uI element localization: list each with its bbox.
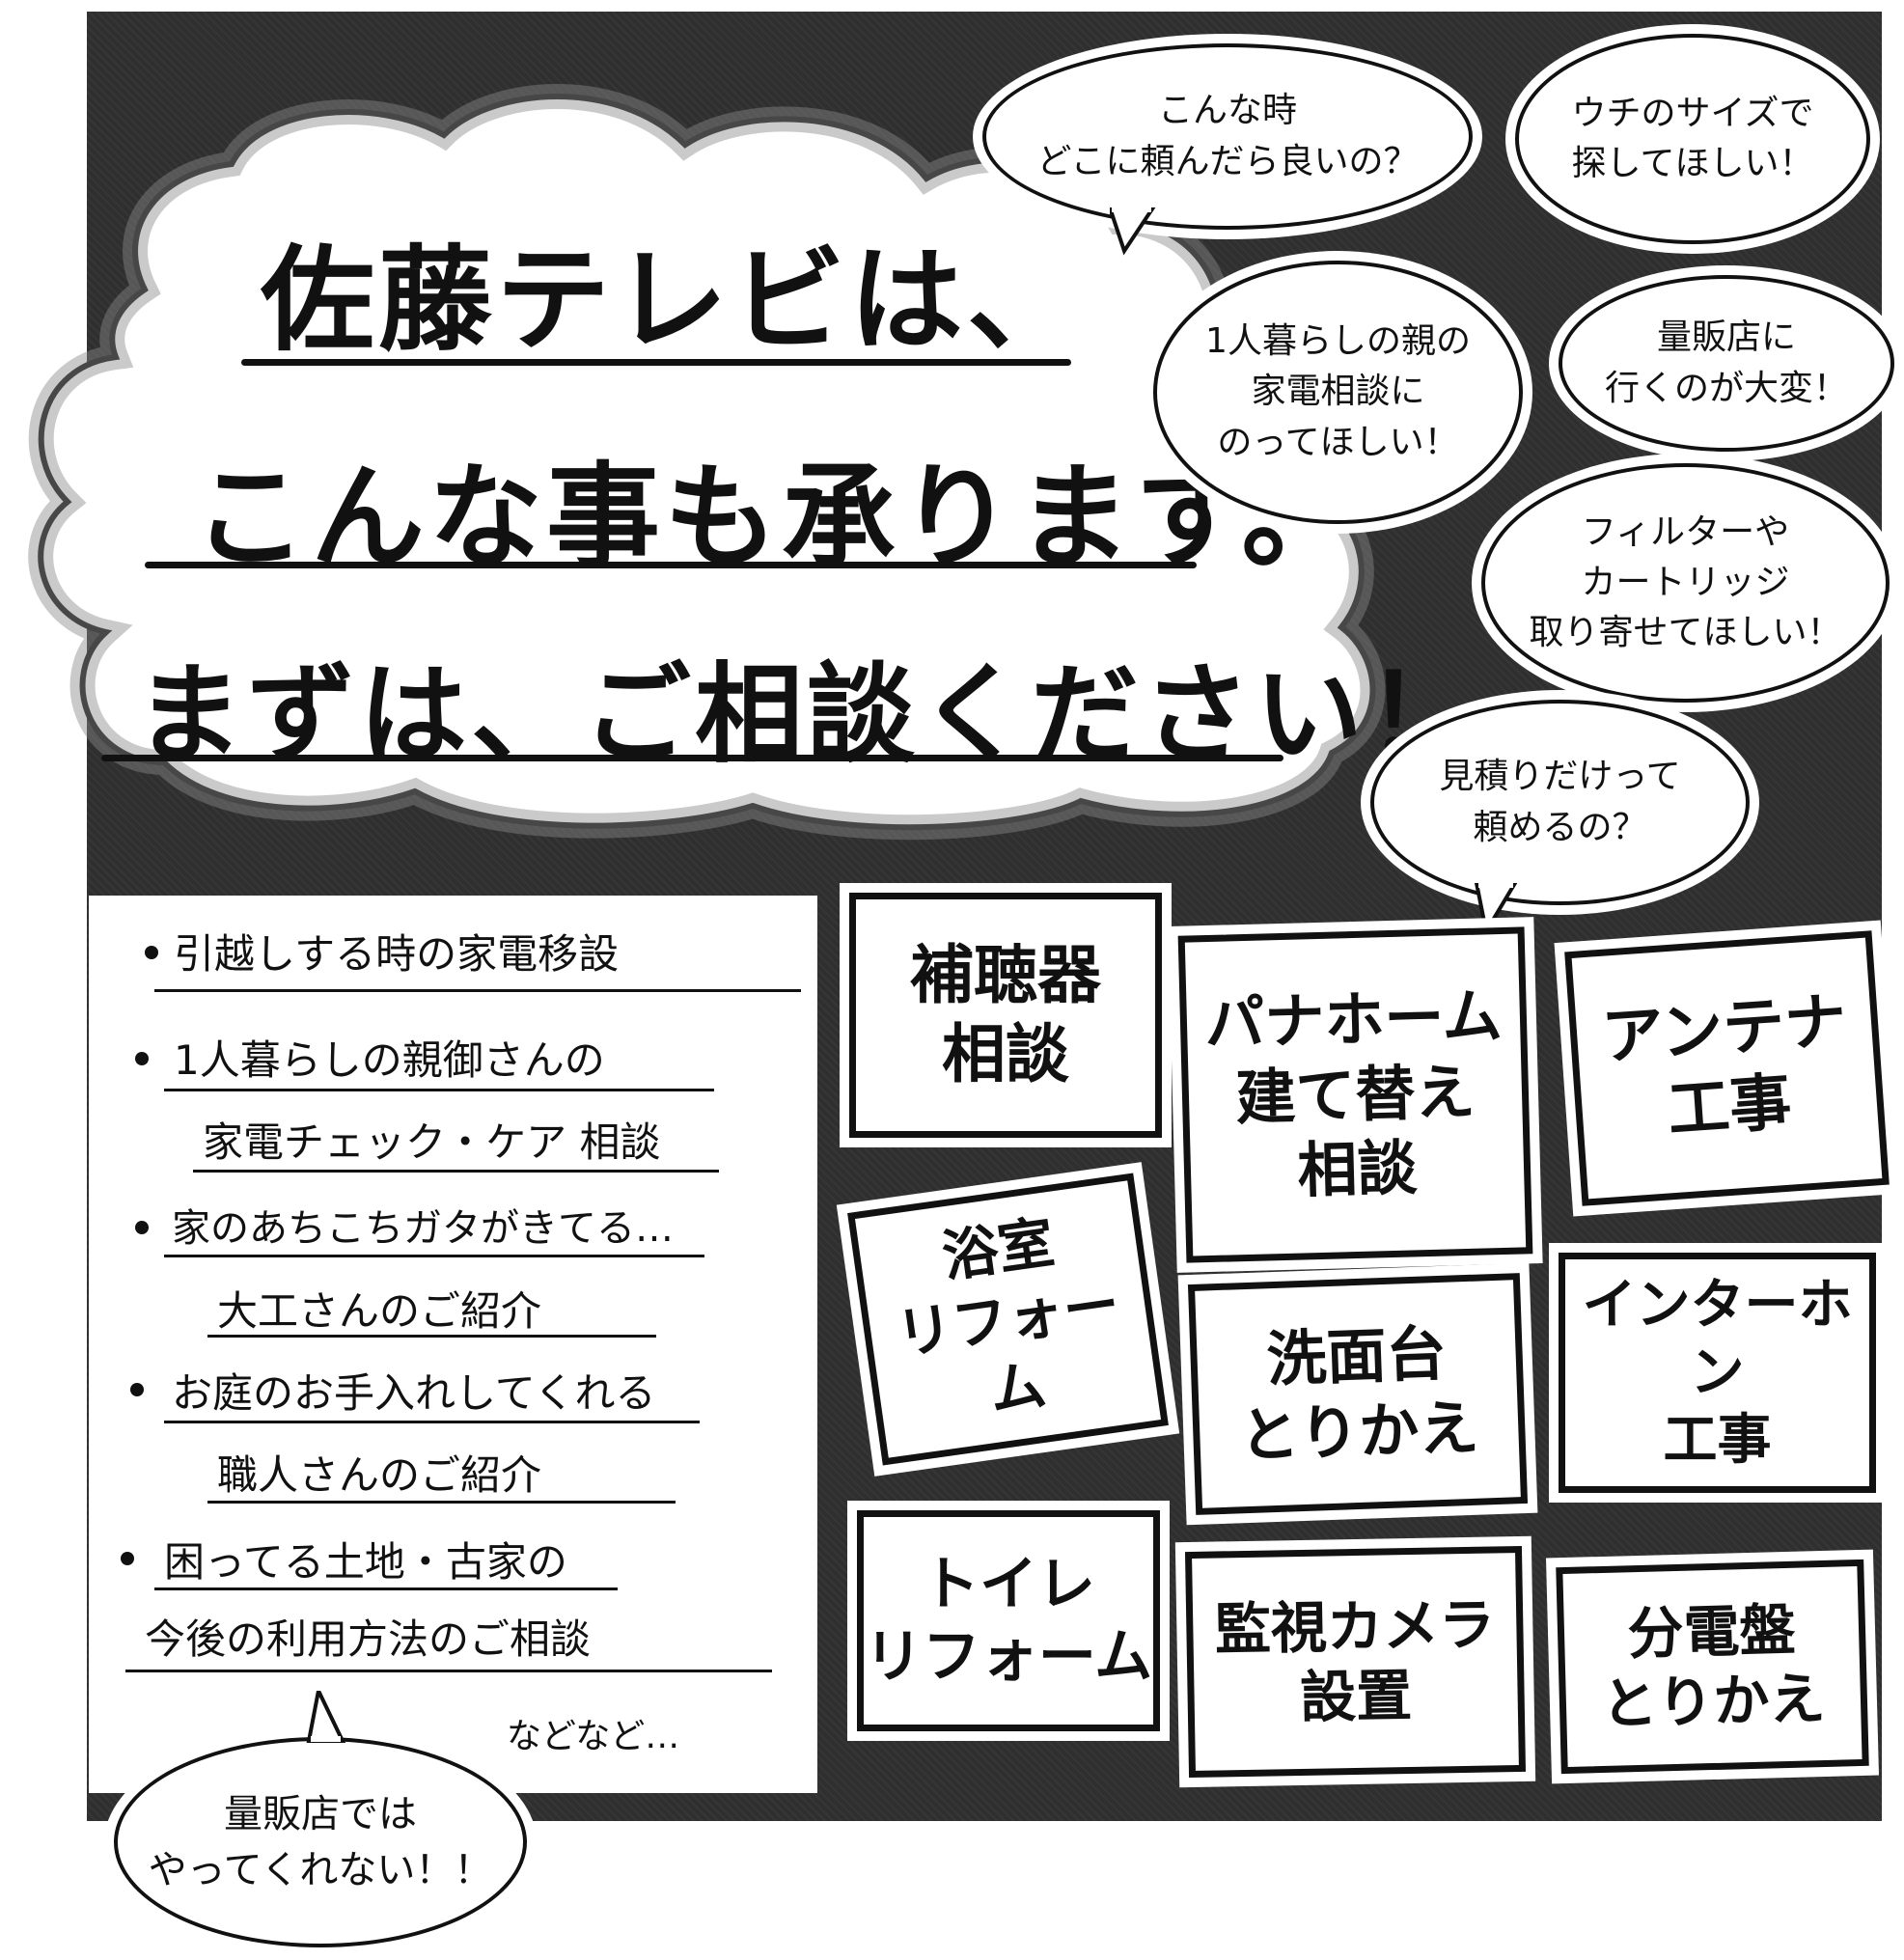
- card-bathroom: 浴室 リフォーム: [847, 1173, 1169, 1466]
- card-intercom: インターホン 工事: [1559, 1253, 1876, 1493]
- bullet-dot: [135, 1221, 149, 1234]
- card-intercom-line-2: 工事: [1663, 1408, 1772, 1472]
- card-washbasin-line-1: 洗面台: [1265, 1317, 1448, 1395]
- card-camera-line-1: 監視カメラ: [1214, 1590, 1496, 1663]
- bubble-not-retailer-line-1: 量販店では: [224, 1792, 417, 1836]
- card-toilet: トイレ リフォーム: [857, 1510, 1160, 1731]
- bubble-parents: 1人暮らしの親の 家電相談に のってほしい！: [1153, 261, 1523, 524]
- bubble-not-retailer-line-2: やってくれない！！: [148, 1848, 493, 1892]
- headline-underline-1: [241, 359, 1071, 366]
- bubble-where-line-2: どこに頼んだら良いの？: [1036, 141, 1419, 181]
- list-rule: [207, 1335, 656, 1338]
- bubble-where-line-1: こんな時: [1157, 91, 1297, 131]
- bubble-size-line-2: 探してほしい！: [1571, 144, 1814, 183]
- card-hearing-aid: 補聴器 相談: [849, 893, 1162, 1138]
- list-item-text: 今後の利用方法のご相談: [145, 1615, 592, 1663]
- headline-line-1: 佐藤テレビは、: [261, 234, 1086, 367]
- bubble-parents-line-2: 家電相談に: [1251, 372, 1425, 412]
- card-panahome-line-1: パナホーム: [1203, 980, 1504, 1060]
- list-item-text: 家のあちこちガタがきてる…: [172, 1206, 674, 1251]
- list-rule: [164, 1421, 700, 1423]
- bubble-size-line-1: ウチのサイズで: [1571, 93, 1814, 133]
- list-etc-text: などなど…: [507, 1717, 680, 1756]
- list-item-text: 1人暮らしの親御さんの: [174, 1036, 605, 1084]
- list-rule: [125, 1670, 772, 1672]
- card-breaker-line-2: とりかえ: [1600, 1665, 1827, 1738]
- list-rule: [154, 989, 801, 992]
- card-toilet-line-2: リフォーム: [864, 1622, 1153, 1691]
- list-rule: [164, 1255, 704, 1257]
- bubble-estimate-line-2: 頼めるの？: [1473, 807, 1647, 847]
- bubble-mass-retailer-line-1: 量販店に: [1656, 317, 1796, 358]
- card-breaker-line-1: 分電盤: [1626, 1596, 1797, 1667]
- list-item-text: お庭のお手入れしてくれる: [172, 1369, 656, 1417]
- bubble-estimate-line-1: 見積りだけって: [1439, 757, 1681, 797]
- card-hearing-aid-line-1: 補聴器: [910, 937, 1101, 1012]
- headline-underline-2: [145, 562, 1197, 568]
- card-antenna-line-2: 工事: [1665, 1066, 1794, 1147]
- bubble-parents-line-3: のってほしい！: [1217, 422, 1459, 462]
- card-hearing-aid-line-2: 相談: [942, 1017, 1069, 1091]
- bubble-filter-line-2: カートリッジ: [1581, 562, 1790, 602]
- card-antenna-line-1: アンテナ: [1599, 985, 1849, 1074]
- card-intercom-line-1: インターホン: [1582, 1273, 1853, 1404]
- bubble-parents-line-1: 1人暮らしの親の: [1205, 321, 1471, 362]
- bubble-mass-retailer: 量販店に 行くのが大変！: [1559, 275, 1894, 452]
- bullet-dot: [145, 946, 158, 959]
- card-panahome-line-2: 建て替え: [1234, 1056, 1476, 1133]
- list-rule: [193, 1170, 719, 1173]
- bubble-filter-line-3: 取り寄せてほしい！: [1529, 613, 1842, 653]
- headline-underline-3: [101, 755, 1283, 761]
- bubble-mass-retailer-line-2: 行くのが大変！: [1604, 368, 1848, 408]
- list-item-text: 職人さんのご紹介: [217, 1451, 542, 1499]
- card-breaker: 分電盤 とりかえ: [1556, 1559, 1869, 1775]
- card-antenna: アンテナ 工事: [1564, 930, 1890, 1206]
- list-item-text: 家電チェック・ケア 相談: [203, 1118, 661, 1166]
- card-camera-line-2: 設置: [1299, 1662, 1413, 1731]
- list-item-text: 大工さんのご紹介: [217, 1287, 542, 1335]
- bubble-estimate-tail: [1474, 883, 1518, 936]
- bullet-dot: [130, 1383, 144, 1396]
- bullet-dot: [121, 1552, 134, 1565]
- card-washbasin: 洗面台 とりかえ: [1187, 1273, 1529, 1515]
- bubble-filter: フィルターや カートリッジ 取り寄せてほしい！: [1481, 463, 1890, 703]
- bubble-filter-line-1: フィルターや: [1581, 511, 1790, 552]
- card-washbasin-line-2: とりかえ: [1238, 1392, 1480, 1471]
- bubble-where-to-ask: こんな時 どこに頼んだら良いの？: [982, 43, 1473, 230]
- card-panahome-line-3: 相談: [1296, 1132, 1419, 1206]
- list-item-text: 引越しする時の家電移設: [174, 930, 620, 978]
- bubble-not-retailer-tail: [306, 1691, 346, 1743]
- list-rule: [207, 1501, 676, 1504]
- list-item-text: 困ってる土地・古家の: [164, 1538, 567, 1586]
- card-toilet-line-1: トイレ: [922, 1550, 1095, 1618]
- service-list-panel: [89, 896, 817, 1793]
- bubble-size: ウチのサイズで 探してほしい！: [1515, 34, 1870, 244]
- bubble-where-tail: [1110, 207, 1156, 256]
- bubble-not-mass-retailer: 量販店では やってくれない！！: [114, 1737, 527, 1947]
- card-bathroom-line-2: リフォーム: [892, 1270, 1124, 1425]
- card-panahome: パナホーム 建て替え 相談: [1177, 926, 1533, 1263]
- list-rule: [164, 1089, 714, 1091]
- bubble-estimate: 見積りだけって 頼めるの？: [1370, 700, 1750, 905]
- card-camera: 監視カメラ 設置: [1184, 1545, 1527, 1779]
- list-rule: [154, 1587, 618, 1590]
- bullet-dot: [135, 1052, 149, 1065]
